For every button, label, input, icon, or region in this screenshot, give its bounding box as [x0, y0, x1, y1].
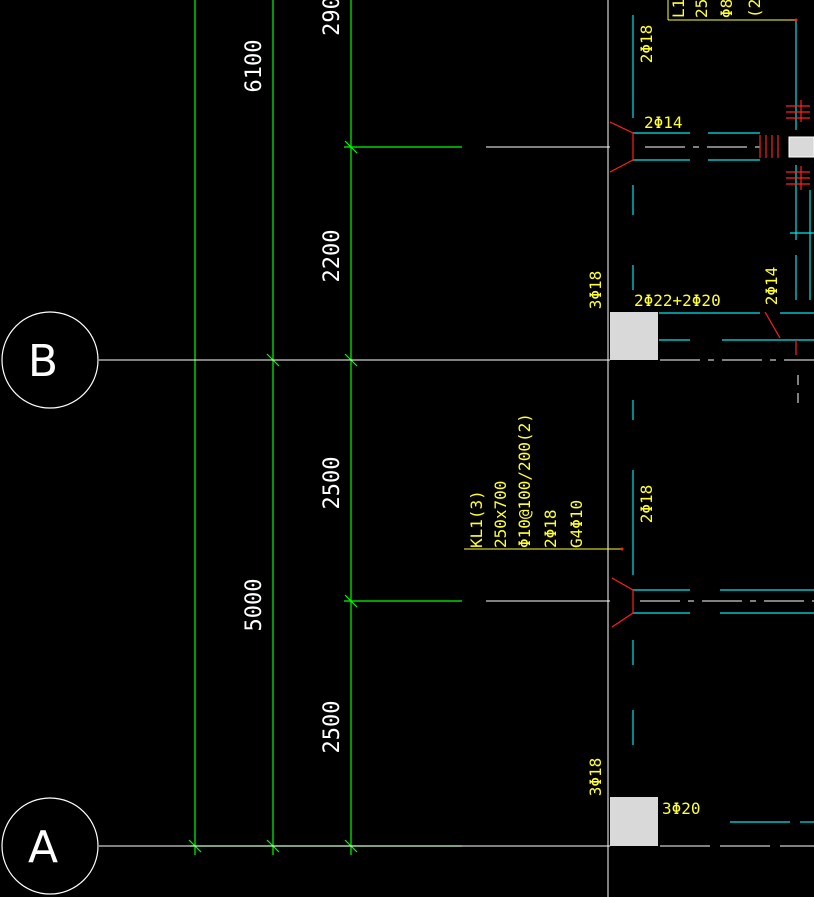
corner-label-line2: 25 [692, 0, 711, 18]
rebar-note-top-2phi18[interactable]: 2Φ18 [637, 25, 656, 64]
beam-label-kl1[interactable]: KL1(3) 250x700 Φ10@100/200(2) 2Φ18 G4Φ10 [467, 413, 586, 548]
dimension-text-2500-upper: 2500 [320, 457, 345, 510]
dimension-text-2200: 2200 [320, 230, 345, 283]
axis-circle-a [1, 797, 99, 895]
column-a[interactable] [610, 797, 658, 846]
axis-bubble-a[interactable]: A [1, 797, 99, 895]
leader-line [764, 311, 781, 339]
axis-label-b: B [28, 336, 58, 387]
dim-tick [344, 594, 358, 608]
corner-label-line3: Φ8 [717, 0, 736, 18]
corner-label-line1: L1 [669, 0, 688, 18]
dimension-text-2500-lower: 2500 [320, 701, 345, 754]
corner-label-line4: (2 [745, 0, 764, 18]
beam-label-line5: G4Φ10 [567, 500, 586, 548]
dimension-text-2900: 290 [320, 0, 345, 36]
axis-bubble-b[interactable]: B [1, 311, 99, 409]
leader-line [611, 577, 634, 591]
axis-lines [99, 0, 610, 897]
beam-label-line2: 250x700 [491, 481, 510, 548]
column-right-upper[interactable] [788, 136, 814, 158]
beam-outlines [632, 15, 814, 823]
rebar-note-mid-2phi18[interactable]: 2Φ18 [637, 485, 656, 524]
axis-circle-b [1, 311, 99, 409]
leader-line [609, 121, 634, 134]
rebar-note-b-right-2phi14[interactable]: 2Φ14 [762, 267, 781, 306]
rebar-note-a-3phi20[interactable]: 3Φ20 [662, 799, 701, 818]
rebar-note-a-3phi18[interactable]: 3Φ18 [586, 758, 605, 797]
rebar-note-top-2phi14[interactable]: 2Φ14 [644, 113, 683, 132]
axis-label-a: A [28, 822, 58, 873]
beam-label-line4: 2Φ18 [541, 509, 560, 548]
beam-label-line3: Φ10@100/200(2) [515, 413, 534, 548]
leader-dot [794, 18, 798, 22]
columns [610, 136, 814, 846]
rebar-note-b-3phi18[interactable]: 3Φ18 [586, 271, 605, 310]
corner-label-l1[interactable]: L1 25 Φ8 (2 [669, 0, 764, 18]
gridline-continuations [640, 146, 814, 847]
leader-line [609, 159, 634, 173]
leader-dot [620, 547, 624, 551]
annotation-leaders [464, 0, 796, 550]
dimension-text-5000: 5000 [242, 579, 267, 632]
dim-tick [344, 140, 358, 154]
column-b[interactable] [610, 312, 658, 360]
beam-label-line1: KL1(3) [467, 490, 486, 548]
leader-line [611, 612, 634, 628]
dimension-text-6100: 6100 [242, 40, 267, 93]
rebar-note-b-beam[interactable]: 2Φ22+2Φ20 [634, 291, 721, 310]
rebar-marks [609, 100, 810, 628]
